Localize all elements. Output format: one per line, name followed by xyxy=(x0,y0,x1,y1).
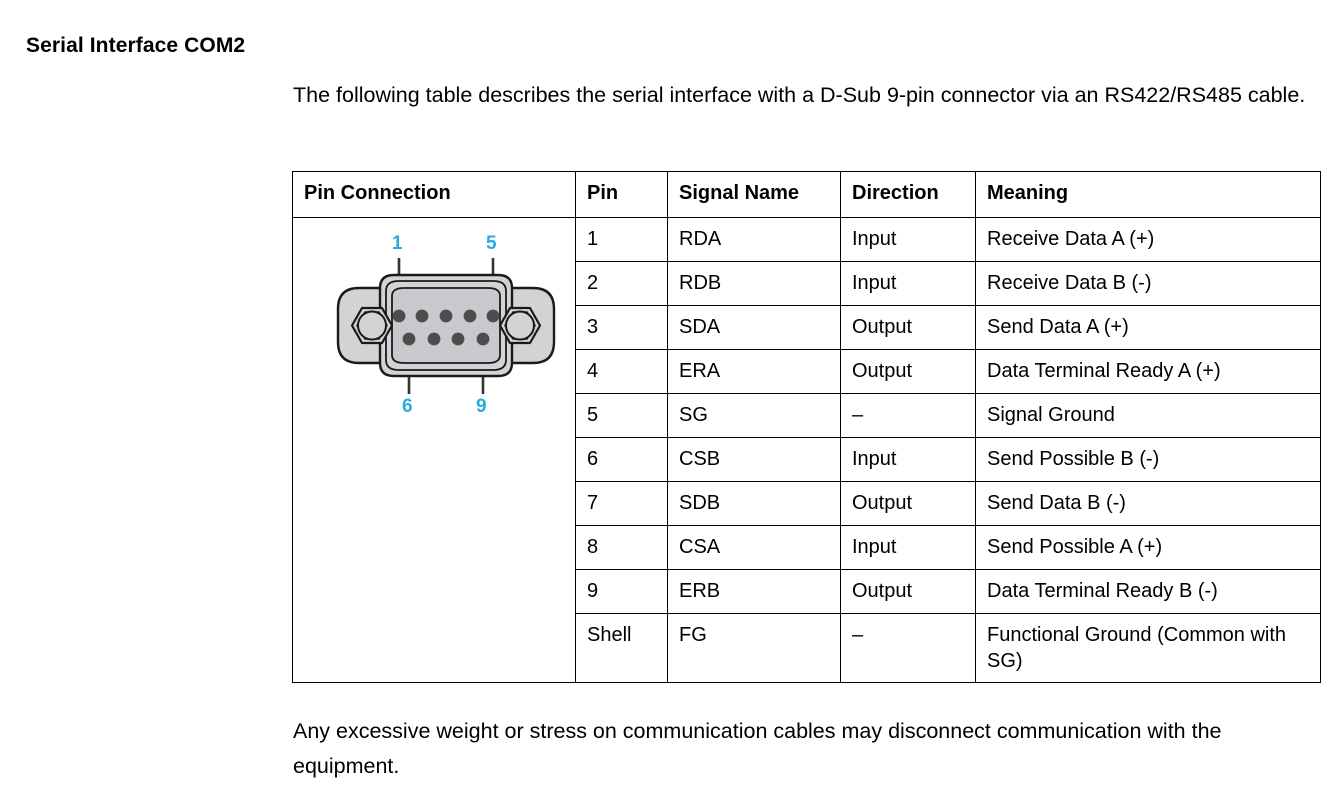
table-header-row: Pin Connection Pin Signal Name Direction… xyxy=(292,171,1321,218)
cell-meaning: Signal Ground xyxy=(975,393,1321,438)
cell-pin: 6 xyxy=(575,437,668,482)
closing-paragraph: Any excessive weight or stress on commun… xyxy=(293,719,1222,778)
cell-meaning: Data Terminal Ready B (-) xyxy=(975,569,1321,614)
cell-direction: Output xyxy=(840,349,976,394)
column-header-meaning: Meaning xyxy=(975,171,1321,218)
column-header-direction: Direction xyxy=(840,171,976,218)
pinout-table: Pin Connection Pin Signal Name Direction… xyxy=(292,171,1321,683)
cell-meaning: Send Data A (+) xyxy=(975,305,1321,350)
cell-direction: Input xyxy=(840,437,976,482)
table-row: 6 CSB Input Send Possible B (-) xyxy=(293,437,1321,482)
cell-meaning: Send Data B (-) xyxy=(975,481,1321,526)
table-row: 3 SDA Output Send Data A (+) xyxy=(293,305,1321,350)
table-row: 1 5 6 9 1 RDA Input Receive Data A (+) xyxy=(292,217,1321,683)
cell-signal: SG xyxy=(667,393,841,438)
cell-pin: 4 xyxy=(575,349,668,394)
pin-connection-diagram-cell: 1 5 6 9 xyxy=(292,217,576,683)
intro-paragraph: The following table describes the serial… xyxy=(293,83,1306,107)
cell-direction: Output xyxy=(840,305,976,350)
cell-signal: CSB xyxy=(667,437,841,482)
dsub-connector-diagram: 1 5 6 9 xyxy=(304,226,585,426)
cell-meaning: Send Possible B (-) xyxy=(975,437,1321,482)
table-row: 4 ERA Output Data Terminal Ready A (+) xyxy=(293,349,1321,394)
cell-direction: Output xyxy=(840,481,976,526)
cell-signal: RDB xyxy=(667,261,841,306)
cell-direction: Output xyxy=(840,569,976,614)
page-title: Serial Interface COM2 xyxy=(26,34,246,57)
cell-signal: RDA xyxy=(667,217,841,262)
cell-pin: 1 xyxy=(575,217,668,262)
column-header-pin: Pin xyxy=(575,171,668,218)
column-header-signal-name: Signal Name xyxy=(667,171,841,218)
cell-pin: 3 xyxy=(575,305,668,350)
cell-signal: ERA xyxy=(667,349,841,394)
table-row: Shell FG – Functional Ground (Common wit… xyxy=(293,613,1321,683)
cell-pin: 8 xyxy=(575,525,668,570)
cell-direction: Input xyxy=(840,217,976,262)
table-row: 5 SG – Signal Ground xyxy=(293,393,1321,438)
cell-pin: 5 xyxy=(575,393,668,438)
cell-meaning: Send Possible A (+) xyxy=(975,525,1321,570)
column-header-pin-connection: Pin Connection xyxy=(292,171,576,218)
cell-meaning: Data Terminal Ready A (+) xyxy=(975,349,1321,394)
cell-meaning: Receive Data B (-) xyxy=(975,261,1321,306)
cell-meaning: Functional Ground (Common with SG) xyxy=(975,613,1321,683)
cell-pin: 7 xyxy=(575,481,668,526)
cell-direction: Input xyxy=(840,525,976,570)
cell-direction: – xyxy=(840,393,976,438)
cell-direction: Input xyxy=(840,261,976,306)
pin-label-5: 5 xyxy=(486,233,497,254)
cell-signal: SDA xyxy=(667,305,841,350)
pin-label-9: 9 xyxy=(476,396,487,417)
cell-signal: FG xyxy=(667,613,841,683)
cell-direction: – xyxy=(840,613,976,683)
cell-pin: Shell xyxy=(575,613,668,683)
cell-signal: CSA xyxy=(667,525,841,570)
cell-signal: SDB xyxy=(667,481,841,526)
pin-label-6: 6 xyxy=(402,396,413,417)
pin-label-1: 1 xyxy=(392,233,403,254)
cell-signal: ERB xyxy=(667,569,841,614)
cell-pin: 9 xyxy=(575,569,668,614)
table-row: 8 CSA Input Send Possible A (+) xyxy=(293,525,1321,570)
dsub-connector-icon xyxy=(336,258,556,394)
cell-meaning: Receive Data A (+) xyxy=(975,217,1321,262)
table-row: 9 ERB Output Data Terminal Ready B (-) xyxy=(293,569,1321,614)
cell-pin: 2 xyxy=(575,261,668,306)
